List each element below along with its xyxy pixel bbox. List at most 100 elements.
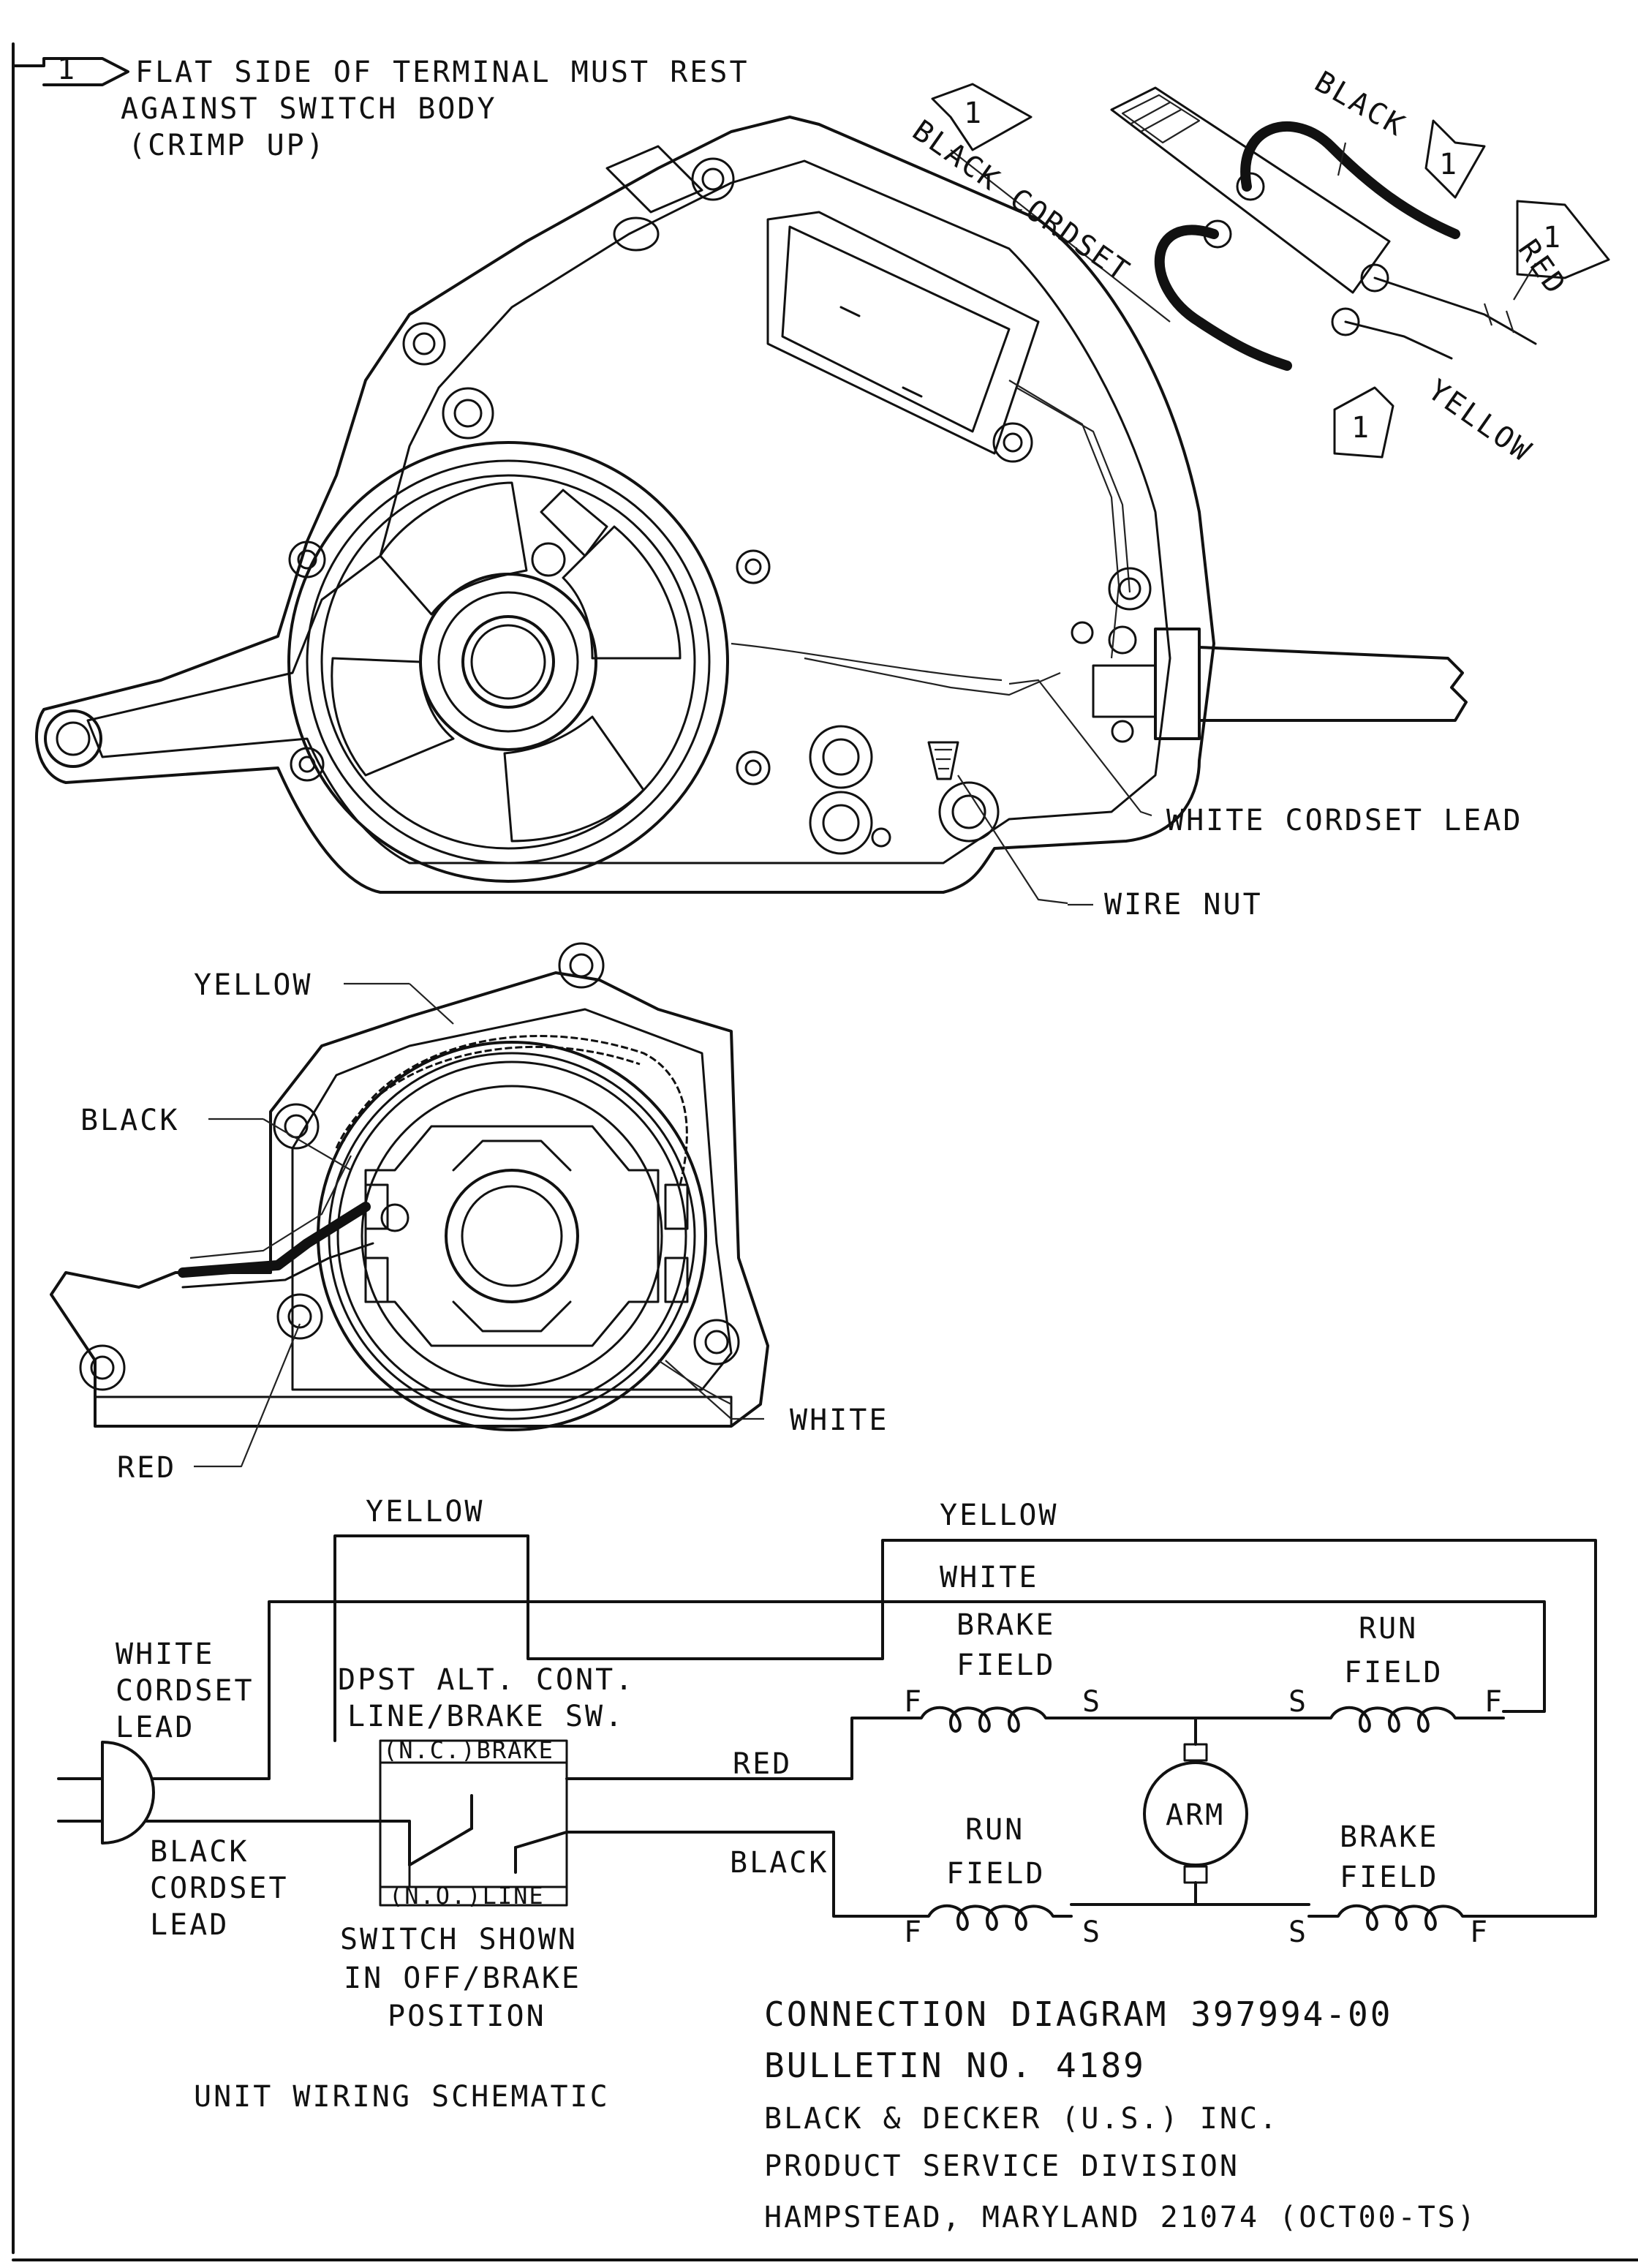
run-field-coil-top <box>1286 1706 1505 1733</box>
switch-shown-line-3: POSITION <box>388 2000 546 2033</box>
run-field-top-line-2: FIELD <box>1344 1656 1443 1689</box>
title-connection-diagram: CONNECTION DIAGRAM 397994-00 <box>764 1994 1392 2034</box>
note-1-number: 1 <box>57 53 77 86</box>
housing-bosses <box>44 157 1152 855</box>
red-lead <box>1373 276 1537 345</box>
brush-holder-right-top <box>664 1183 689 1230</box>
schematic-label-black: BLACK <box>730 1846 829 1880</box>
dpst-switch-box[interactable] <box>379 1739 568 1907</box>
yellow-lead <box>1344 320 1453 360</box>
black-cordset-lead-line-2: CORDSET <box>150 1872 289 1905</box>
title-bulletin-no: BULLETIN NO. 4189 <box>764 2046 1146 2085</box>
switch-shown-line-2: IN OFF/BRAKE <box>344 1962 581 1995</box>
brake-field-bottom-line-2: FIELD <box>1340 1861 1438 1894</box>
motor-label-black: BLACK <box>80 1104 179 1137</box>
field-poles <box>364 1125 660 1347</box>
svg-text:1: 1 <box>1543 221 1563 255</box>
run-field-top-f: F <box>1484 1685 1504 1719</box>
plug-symbol <box>101 1741 155 1845</box>
note-1-line-1: FLAT SIDE OF TERMINAL MUST REST <box>135 56 750 89</box>
white-cordset-lead-line-3: LEAD <box>116 1711 195 1744</box>
arm-label: ARM <box>1166 1798 1225 1832</box>
switch-terminal-4 <box>1331 307 1360 336</box>
switch-body <box>1110 86 1391 294</box>
housing-view: WHITE CORDSET LEAD WIRE NUT <box>35 116 1522 922</box>
white-cordset-lead-line-2: CORDSET <box>116 1674 254 1708</box>
run-field-top-s: S <box>1288 1685 1308 1719</box>
run-field-bottom-s: S <box>1082 1915 1102 1949</box>
switch-terminal-3 <box>1360 263 1389 293</box>
switch-compartment <box>766 211 1040 455</box>
schematic-label-red: RED <box>733 1747 792 1781</box>
schematic-label-white: WHITE <box>940 1561 1038 1594</box>
motor-label-white: WHITE <box>790 1404 888 1437</box>
brake-field-bottom-s: S <box>1288 1915 1308 1949</box>
housing-outline <box>35 116 1215 894</box>
armature <box>445 1169 579 1303</box>
run-field-bottom-line-2: FIELD <box>946 1857 1045 1891</box>
switch-terminal-detail: 1 1 1 1 <box>906 65 1610 470</box>
title-division: PRODUCT SERVICE DIVISION <box>764 2150 1239 2183</box>
run-field-coil-bottom <box>909 1904 1073 1931</box>
black-wire <box>514 1831 912 1918</box>
motor-frame-outline <box>50 971 769 1428</box>
switch-shown-line-1: SWITCH SHOWN <box>340 1923 578 1956</box>
wire-nut <box>927 741 959 780</box>
brush-holder-left-bottom <box>364 1257 389 1303</box>
stator-ring <box>317 1041 707 1431</box>
yellow-field-wire <box>342 1034 688 1186</box>
switch-blade <box>408 1827 473 1866</box>
brake-field-top-line-1: BRAKE <box>956 1608 1055 1642</box>
black-cordset-wire <box>145 1820 411 1866</box>
red-field-wire <box>181 1242 374 1289</box>
brake-field-top-s: S <box>1082 1685 1102 1719</box>
note-1-line-2: AGAINST SWITCH BODY <box>121 92 497 126</box>
white-cordset-lead-line-1: WHITE <box>116 1638 214 1671</box>
switch-nc-brake-label: (N.C.)BRAKE <box>383 1736 554 1764</box>
switch-note-flag-2: 1 <box>1424 119 1486 199</box>
run-field-bottom-f: F <box>904 1915 924 1949</box>
run-field-top-line-1: RUN <box>1359 1612 1418 1646</box>
title-company: BLACK & DECKER (U.S.) INC. <box>764 2102 1279 2136</box>
schematic-label-yellow-left: YELLOW <box>366 1495 485 1529</box>
svg-text:1: 1 <box>964 97 984 130</box>
brake-field-bottom-f: F <box>1470 1915 1490 1949</box>
label-wire-nut: WIRE NUT <box>1104 888 1263 922</box>
title-block: CONNECTION DIAGRAM 397994-00 BULLETIN NO… <box>764 1994 1477 2234</box>
brake-field-coil-bottom <box>1307 1904 1484 1931</box>
yellow-wire <box>333 1534 1597 1918</box>
note-1-flag <box>12 57 129 86</box>
motor-label-red: RED <box>117 1451 176 1485</box>
switch-label-yellow: YELLOW <box>1422 374 1538 470</box>
white-wire <box>152 1600 1546 1780</box>
fan-hub <box>419 573 597 751</box>
schematic-label-yellow-right: YELLOW <box>940 1499 1059 1532</box>
unit-wiring-schematic-title: UNIT WIRING SCHEMATIC <box>194 2080 610 2114</box>
black-switch-lead <box>1240 121 1460 239</box>
switch-title-line-2: LINE/BRAKE SW. <box>347 1700 624 1733</box>
label-white-cordset-lead: WHITE CORDSET LEAD <box>1166 804 1522 837</box>
switch-no-line-label: (N.O.)LINE <box>389 1882 545 1910</box>
fan-housing-ring <box>287 441 729 883</box>
motor-field-view: YELLOW BLACK RED WHITE <box>50 942 888 1485</box>
red-wire <box>565 1717 914 1780</box>
power-cord <box>1198 646 1468 722</box>
black-field-wire <box>178 1202 371 1278</box>
brake-field-coil-top <box>911 1706 1058 1733</box>
wiring-schematic: (N.C.)BRAKE (N.O.)LINE ARM YELLOW YELLOW <box>57 1495 1597 2114</box>
brake-field-bottom-line-1: BRAKE <box>1340 1820 1438 1854</box>
switch-note-flag-1: 1 <box>931 83 1033 151</box>
title-address: HAMPSTEAD, MARYLAND 21074 (OCT00-TS) <box>764 2201 1477 2234</box>
black-cordset-lead-line-3: LEAD <box>150 1908 229 1942</box>
black-cordset-lead <box>1154 225 1292 371</box>
note-1: 1 FLAT SIDE OF TERMINAL MUST REST AGAINS… <box>12 53 750 162</box>
svg-text:1: 1 <box>1439 148 1459 181</box>
armature-symbol <box>1143 1761 1248 1866</box>
switch-label-red: RED <box>1511 233 1573 301</box>
brake-field-top-f: F <box>904 1685 924 1719</box>
run-field-bottom-line-1: RUN <box>965 1813 1024 1847</box>
note-1-line-3: (CRIMP UP) <box>128 129 326 162</box>
black-cordset-lead-line-1: BLACK <box>150 1835 249 1869</box>
brush-holder-right-bottom <box>664 1257 689 1303</box>
